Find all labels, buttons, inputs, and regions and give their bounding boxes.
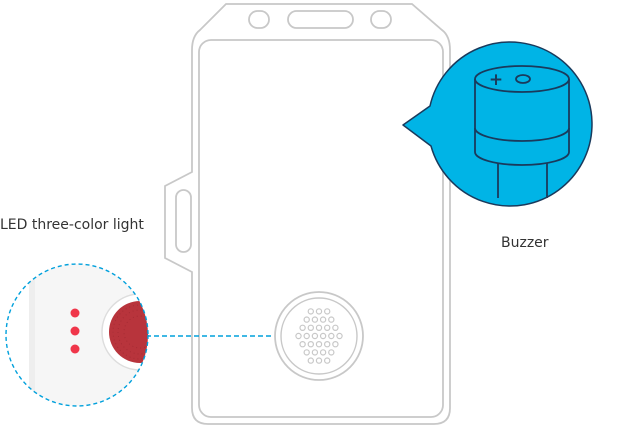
speaker-outer-ring [274,291,364,381]
grille-hole [328,316,335,323]
grille-hole [311,349,319,356]
buzzer-label: Buzzer [501,235,549,251]
grille-hole [303,316,310,323]
grille-hole [319,349,327,356]
grille-hole [307,308,314,315]
grille-hole [295,332,302,340]
grille-hole [307,324,314,331]
grille-hole [307,341,314,348]
buzzer-upper-body [474,79,570,142]
grille-hole [311,316,319,323]
grille-hole [332,324,339,331]
grille-hole [319,332,327,340]
red-button [109,301,148,363]
side-slot [175,189,192,253]
grille-hole [315,341,323,348]
grille-hole [315,357,323,364]
led-zoom-ring [5,263,149,407]
grille-hole [299,341,306,348]
grille-hole [328,349,335,356]
grille-hole [324,308,331,315]
grille-hole [303,332,310,340]
grille-hole [319,316,327,323]
grille-hole [311,332,319,340]
led-dot-middle [70,326,80,336]
grille-hole [324,324,331,331]
speaker-grille-holes [295,308,343,364]
led-zoom-content [6,264,148,406]
buzzer-top [474,65,570,93]
led-dot-bottom [70,344,80,354]
buzzer-illustration [474,65,570,198]
device-outer-outline [164,3,451,425]
grille-hole [332,341,339,348]
buzzer-positive-sign: + [489,70,503,90]
led-dot-top [70,308,80,318]
grille-hole [299,324,306,331]
speaker-inner-ring [280,297,358,375]
grille-hole [328,332,335,340]
grille-hole [303,349,310,356]
led-label: LED three-color light [0,217,144,233]
top-slot-center [287,10,354,29]
grille-hole [324,341,331,348]
top-hole-left [248,10,270,29]
grille-hole [315,324,323,331]
grille-hole [324,357,331,364]
grille-hole [315,308,323,315]
device-inner-outline [198,39,444,418]
grille-hole [336,332,343,340]
grille-hole [307,357,314,364]
buzzer-port-hole [515,74,531,84]
top-hole-right [370,10,392,29]
